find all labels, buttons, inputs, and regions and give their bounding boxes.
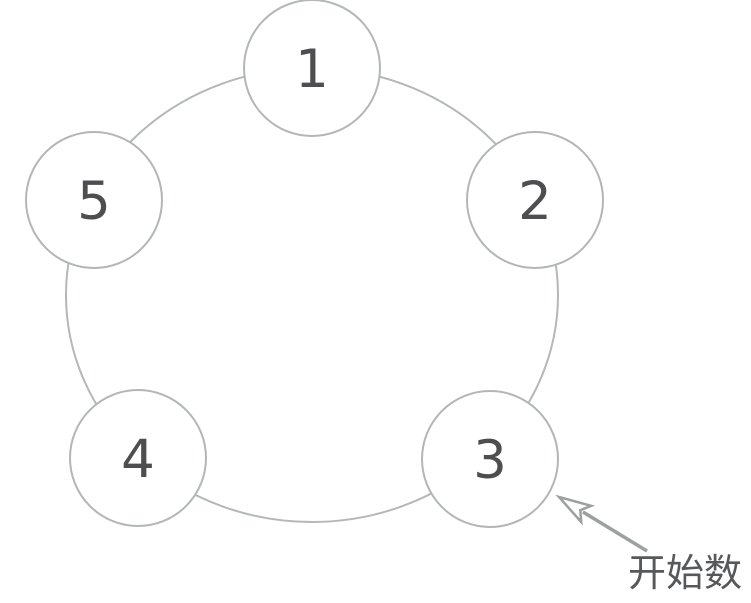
node-2: 2 xyxy=(466,131,604,269)
node-label-2: 2 xyxy=(518,171,552,232)
node-5: 5 xyxy=(25,131,163,269)
node-circle-5 xyxy=(25,131,163,269)
node-circle-1 xyxy=(243,0,381,137)
node-4: 4 xyxy=(69,389,207,527)
node-label-3: 3 xyxy=(473,430,507,491)
arrowhead-icon xyxy=(555,494,596,526)
arrow-shaft xyxy=(582,510,648,553)
node-label-4: 4 xyxy=(121,429,155,490)
node-label-1: 1 xyxy=(295,39,329,100)
node-circle-2 xyxy=(466,131,604,269)
start-pointer-arrow xyxy=(555,494,648,553)
node-3: 3 xyxy=(421,390,559,528)
node-circle-3 xyxy=(421,390,559,528)
annotation-label: 开始数 xyxy=(628,551,742,595)
node-label-5: 5 xyxy=(77,171,111,232)
node-circle-4 xyxy=(69,389,207,527)
node-1: 1 xyxy=(243,0,381,137)
